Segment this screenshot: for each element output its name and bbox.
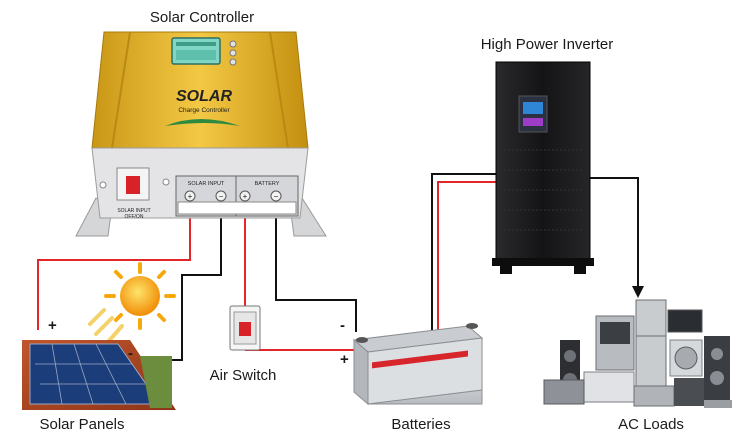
solar-input-header: SOLAR INPUT (188, 181, 225, 187)
ac-output-wire (590, 177, 639, 290)
terminal-battery-negative-sign: − (274, 192, 279, 201)
solar-controller: SOLAR Charge Controller SOLAR INPUT OFF/… (75, 31, 327, 237)
panel-positive-mark: + (48, 317, 57, 334)
controller-label: Solar Controller (150, 9, 254, 26)
ac-loads-label: AC Loads (618, 416, 684, 433)
battery-negative-mark: - (340, 317, 345, 334)
air-switch[interactable] (229, 305, 261, 351)
ac-output-arrowhead (632, 286, 644, 298)
panels-label: Solar Panels (39, 416, 124, 433)
terminal-solar-negative-sign: − (219, 192, 224, 201)
solar-positive-wire (37, 206, 191, 330)
battery-negative-wire (275, 206, 357, 332)
inverter-vent (504, 149, 582, 231)
breaker-caption-1: SOLAR INPUT (117, 208, 150, 214)
breaker-caption-2: OFF/ON (125, 214, 144, 220)
controller-brand: SOLAR (176, 88, 232, 105)
high-power-inverter (492, 61, 594, 274)
terminal-solar-positive-sign: + (188, 192, 193, 201)
ac-loads (543, 299, 732, 408)
inverter-label: High Power Inverter (481, 36, 614, 53)
controller-button-2[interactable] (229, 49, 237, 57)
air-switch-lever[interactable] (239, 322, 251, 336)
terminal-solar-negative[interactable] (215, 190, 227, 202)
wiring (37, 173, 644, 361)
terminal-battery-positive-sign: + (243, 192, 248, 201)
terminal-battery-negative[interactable] (270, 190, 282, 202)
panel-negative-mark: - (128, 345, 133, 362)
controller-button-3[interactable] (229, 58, 237, 66)
controller-button-1[interactable] (229, 40, 237, 48)
inverter-negative-wire (431, 173, 496, 330)
battery-header: BATTERY (255, 181, 280, 187)
terminal-battery-positive[interactable] (239, 190, 251, 202)
terminal-solar-positive[interactable] (184, 190, 196, 202)
sun-icon (88, 262, 176, 344)
air-switch-label: Air Switch (210, 367, 277, 384)
batteries (352, 323, 484, 406)
inverter-positive-wire (437, 181, 496, 330)
solar-panels (22, 340, 176, 410)
batteries-label: Batteries (391, 416, 450, 433)
battery-positive-mark: + (340, 351, 349, 368)
controller-subtitle: Charge Controller (178, 107, 230, 114)
